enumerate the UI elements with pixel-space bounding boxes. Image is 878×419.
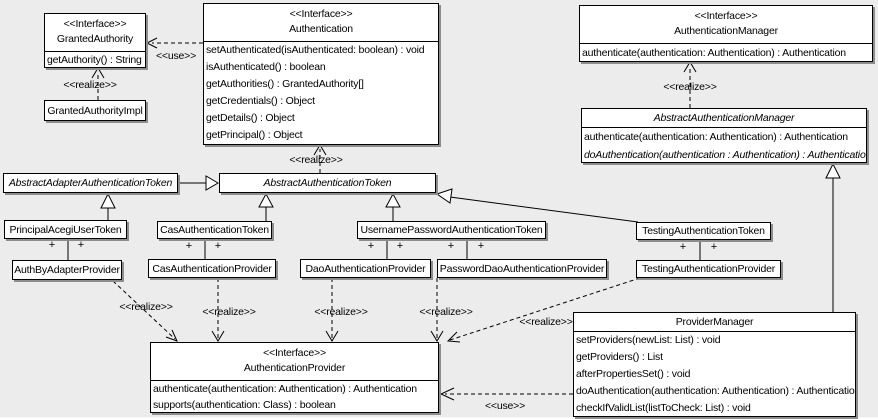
canvas-bottom-edge: [0, 417, 878, 419]
gen-testingauthenticationtoken: [435, 188, 639, 223]
role-plus-label: +: [185, 240, 193, 252]
role-plus-label: +: [214, 240, 222, 252]
class-header: <<Interface>> AuthenticationProvider: [151, 343, 438, 381]
method: getAuthorities() : GrantedAuthority[]: [206, 78, 364, 90]
gen-usernamepasswordauthenticationtoken: [385, 192, 401, 221]
class-granted-authority[interactable]: <<Interface>> GrantedAuthority getAuthor…: [44, 13, 146, 68]
use-label: <<use>>: [155, 50, 197, 62]
method: doAuthentication(authentication : Authen…: [584, 149, 866, 161]
class-name: ProviderManager: [574, 313, 855, 332]
method: getCredentials() : Object: [206, 95, 315, 107]
use-authentication-to-grantedauthority: [145, 37, 203, 49]
realize-daoauthenticationprovider: [325, 278, 339, 342]
realize-label: <<realize>>: [519, 316, 573, 328]
stereotype: <<Interface>>: [694, 10, 758, 22]
class-auth-by-adapter-provider[interactable]: AuthByAdapterProvider: [12, 260, 122, 280]
method: checkIfValidList(listToCheck: List) : vo…: [576, 402, 751, 414]
class-header: <<Interface>> GrantedAuthority: [45, 14, 145, 52]
stereotype: <<Interface>>: [63, 18, 127, 30]
class-authentication-manager[interactable]: <<Interface>> AuthenticationManager auth…: [579, 5, 873, 62]
realize-grantedauthorityimpl: [91, 67, 105, 100]
role-plus-label: +: [477, 240, 485, 252]
class-authentication[interactable]: <<Interface>> Authentication setAuthenti…: [203, 3, 439, 145]
role-plus-label: +: [396, 240, 404, 252]
realize-passworddaoauthenticationprovider: [430, 278, 444, 342]
role-plus-label: +: [48, 239, 56, 251]
class-abstract-authentication-token[interactable]: AbstractAuthenticationToken: [219, 173, 436, 193]
method: authenticate(authentication: Authenticat…: [582, 47, 846, 59]
realize-label: <<realize>>: [419, 306, 473, 318]
class-name: AuthByAdapterProvider: [14, 264, 120, 276]
gen-casauthenticationtoken: [258, 192, 274, 221]
class-name: CasAuthenticationProvider: [152, 262, 272, 275]
class-name: GrantedAuthority: [56, 33, 134, 45]
class-abstract-adapter-authentication-token[interactable]: AbstractAdapterAuthenticationToken: [3, 173, 178, 193]
class-name: DaoAuthenticationProvider: [305, 262, 426, 275]
class-name: GrantedAuthorityImpl: [47, 104, 143, 117]
method: isAuthenticated() : boolean: [206, 61, 326, 73]
method: setAuthenticated(isAuthenticated: boolea…: [206, 44, 425, 56]
method: getDetails() : Object: [206, 112, 295, 124]
class-password-dao-authentication-provider[interactable]: PasswordDaoAuthenticationProvider: [437, 259, 607, 278]
class-name: UsernamePasswordAuthenticationToken: [360, 224, 543, 236]
class-provider-manager[interactable]: ProviderManager setProviders(newList: Li…: [573, 312, 856, 417]
use-label: <<use>>: [484, 400, 526, 412]
class-cas-authentication-token[interactable]: CasAuthenticationToken: [157, 221, 272, 239]
use-providermanager-to-authenticationprovider: [439, 387, 573, 401]
class-granted-authority-impl[interactable]: GrantedAuthorityImpl: [44, 100, 146, 121]
method: authenticate(authentication: Authenticat…: [153, 383, 417, 395]
class-name: PasswordDaoAuthenticationProvider: [439, 262, 605, 275]
class-name: AbstractAdapterAuthenticationToken: [8, 177, 173, 189]
class-name: CasAuthenticationToken: [160, 224, 269, 236]
class-name: TestingAuthenticationToken: [642, 225, 765, 237]
role-plus-label: +: [679, 241, 687, 253]
class-name: Authentication: [289, 23, 353, 35]
class-principal-acegi-user-token[interactable]: PrincipalAcegiUserToken: [4, 220, 127, 239]
realize-label: <<realize>>: [119, 301, 173, 313]
class-testing-authentication-provider[interactable]: TestingAuthenticationProvider: [636, 260, 781, 278]
realize-label: <<realize>>: [289, 154, 343, 166]
class-header: <<Interface>> Authentication: [204, 4, 438, 42]
realize-abstractauthenticationmanager: [683, 61, 697, 108]
method: setProviders(newList: List) : void: [576, 334, 721, 346]
realize-abstractauthenticationtoken: [313, 144, 327, 173]
gen-principalacegiusertoken: [100, 192, 116, 220]
realize-label: <<realize>>: [663, 81, 717, 93]
role-plus-label: +: [710, 241, 718, 253]
realize-authbyadapterprovider: [112, 280, 178, 342]
class-name: AuthenticationProvider: [243, 362, 346, 374]
class-name: TestingAuthenticationProvider: [641, 263, 776, 275]
gen-providermanager: [825, 162, 841, 312]
stereotype: <<Interface>>: [289, 8, 353, 20]
method: getPrincipal() : Object: [206, 129, 303, 141]
method: authenticate(authentication: Authenticat…: [584, 131, 848, 143]
class-name: AbstractAuthenticationToken: [263, 177, 392, 189]
method: doAuthentication(authentication: Authent…: [576, 385, 855, 397]
method: getAuthority() : String: [47, 54, 142, 66]
role-plus-label: +: [367, 240, 375, 252]
role-plus-label: +: [77, 239, 85, 251]
realize-casauthenticationprovider: [211, 278, 225, 342]
class-header: <<Interface>> AuthenticationManager: [580, 6, 872, 44]
method: getProviders() : List: [576, 351, 663, 363]
class-abstract-authentication-manager[interactable]: AbstractAuthenticationManager authentica…: [581, 108, 867, 163]
class-name: PrincipalAcegiUserToken: [9, 223, 122, 236]
class-testing-authentication-token[interactable]: TestingAuthenticationToken: [636, 222, 771, 240]
realize-label: <<realize>>: [314, 306, 368, 318]
method: afterPropertiesSet() : void: [576, 368, 691, 380]
class-cas-authentication-provider[interactable]: CasAuthenticationProvider: [148, 259, 276, 278]
role-plus-label: +: [447, 240, 455, 252]
class-name: AbstractAuthenticationManager: [582, 109, 866, 128]
realize-label: <<realize>>: [63, 79, 117, 91]
class-dao-authentication-provider[interactable]: DaoAuthenticationProvider: [300, 259, 431, 278]
method: supports(authentication: Class) : boolea…: [153, 399, 336, 411]
gen-abstractadapterauthenticationtoken: [179, 175, 219, 191]
class-name: AuthenticationManager: [674, 25, 778, 37]
realize-testingauthenticationprovider: [446, 277, 641, 343]
class-authentication-provider[interactable]: <<Interface>> AuthenticationProvider aut…: [150, 342, 439, 413]
realize-label: <<realize>>: [202, 306, 256, 318]
class-username-password-authentication-token[interactable]: UsernamePasswordAuthenticationToken: [357, 221, 546, 239]
stereotype: <<Interface>>: [263, 347, 326, 359]
